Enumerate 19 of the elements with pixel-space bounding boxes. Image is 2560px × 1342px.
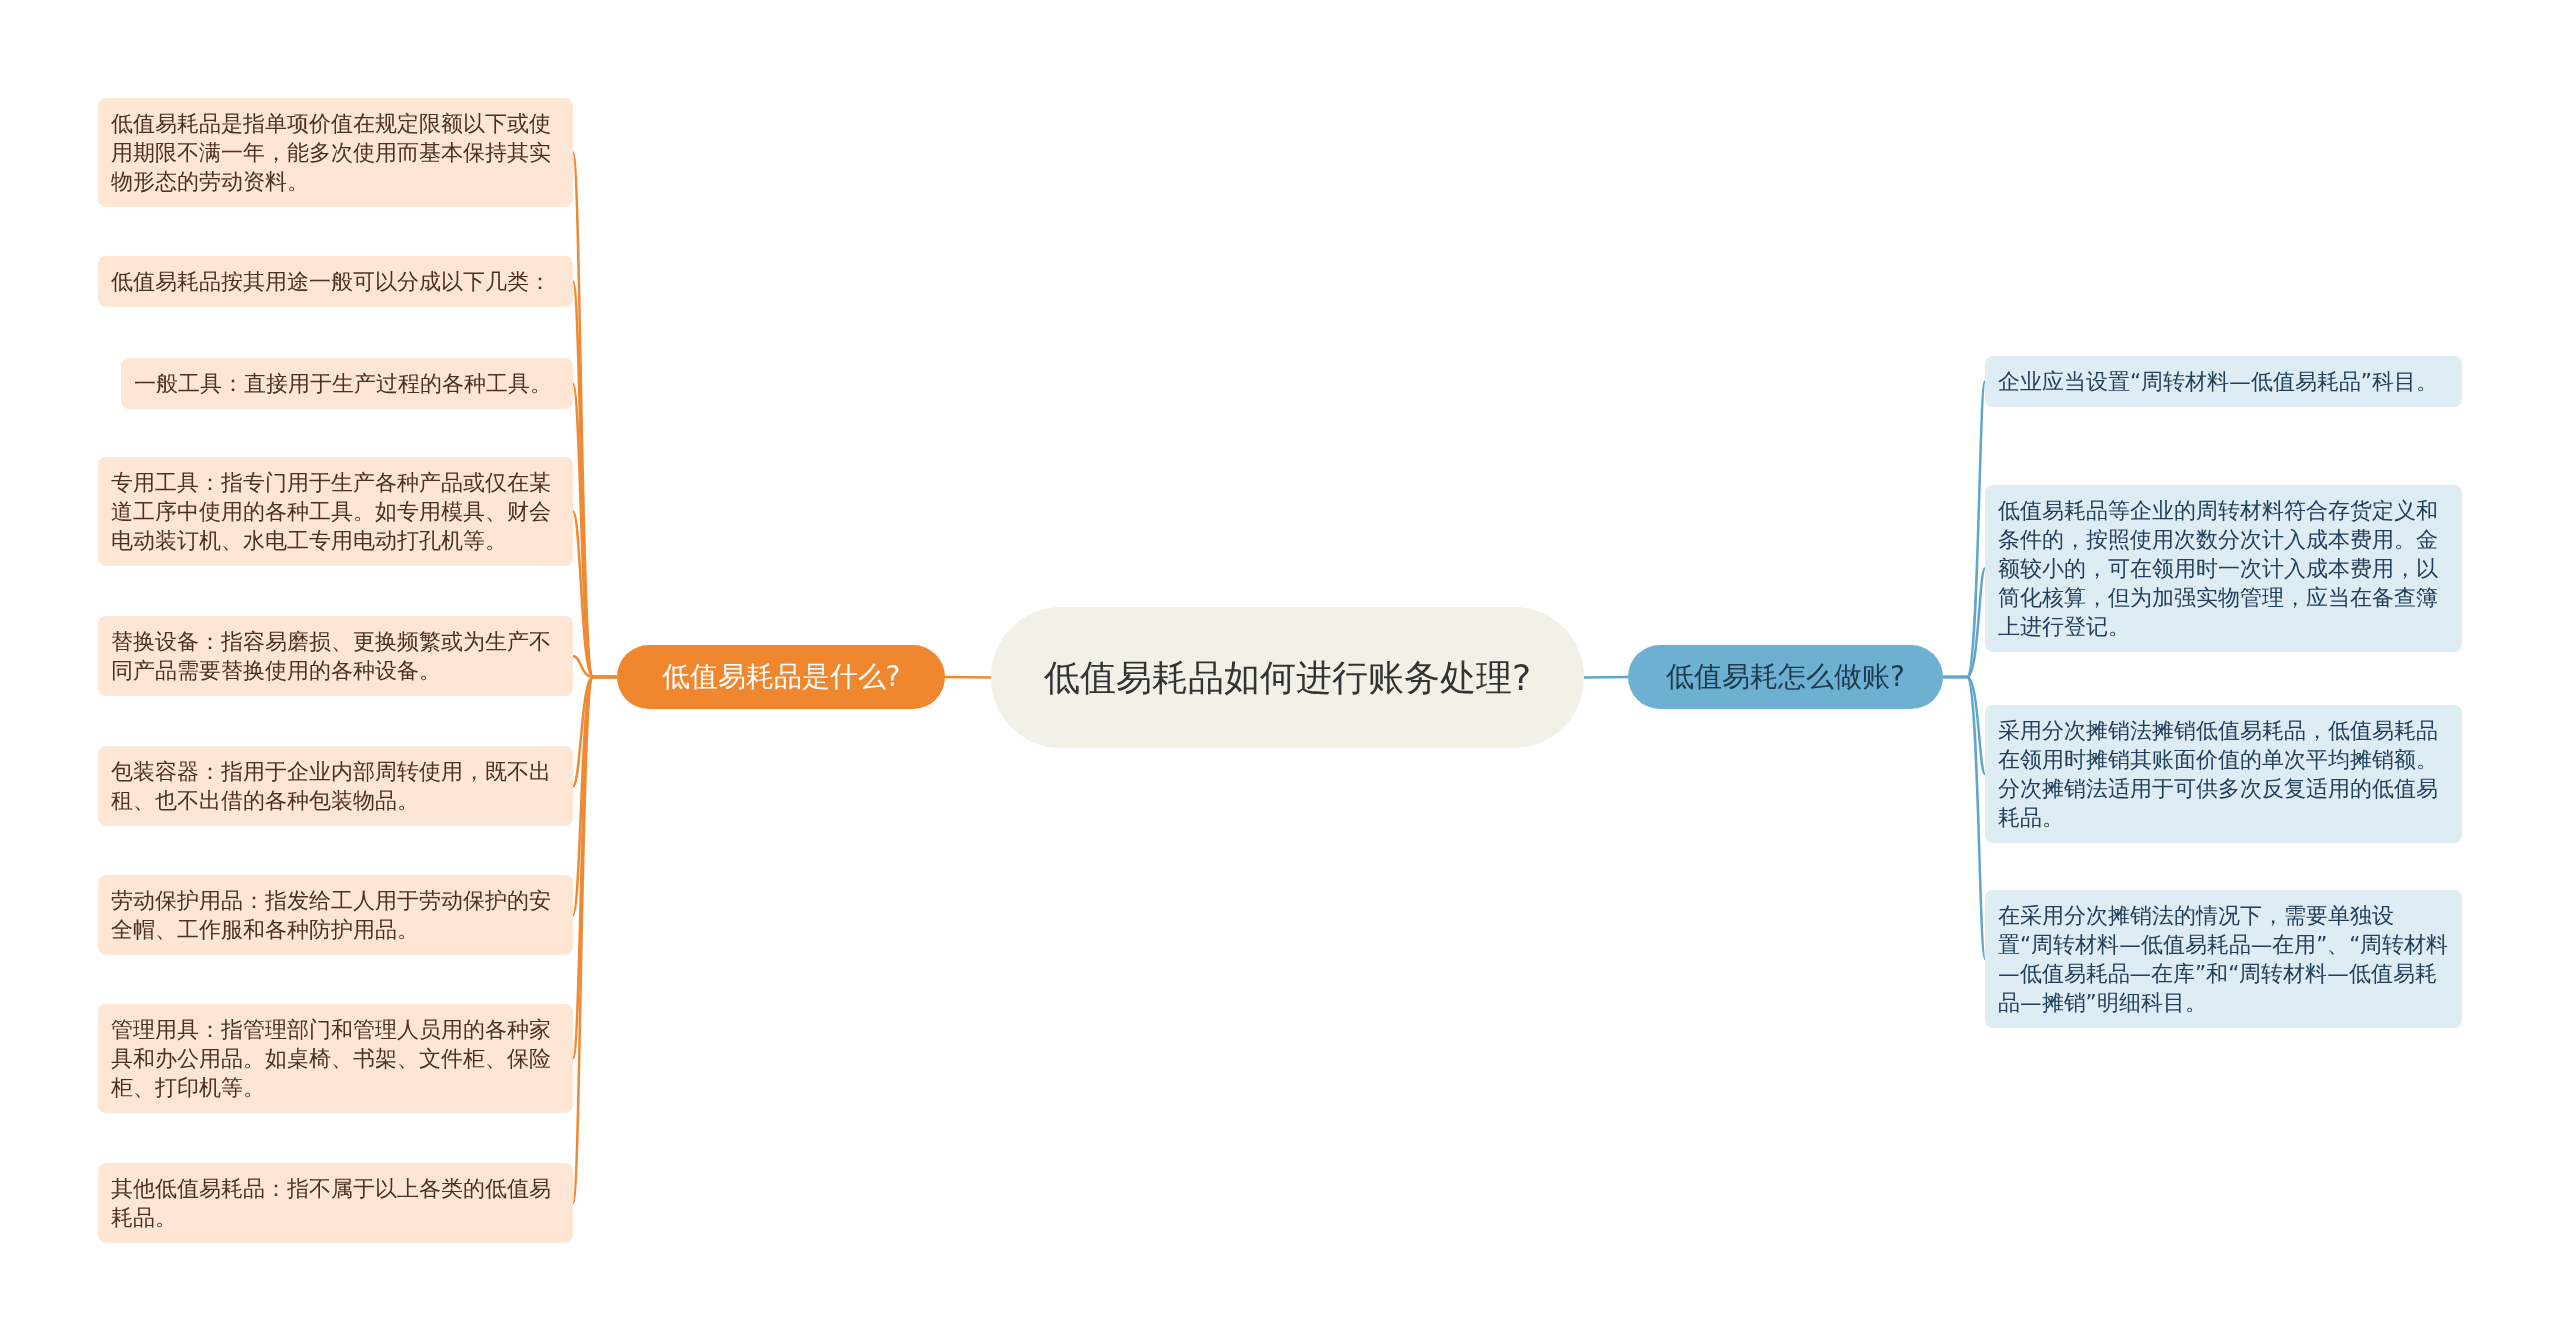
note-card: 劳动保护用品：指发给工人用于劳动保护的安全帽、工作服和各种防护用品。 (98, 875, 573, 955)
branch-topic: 低值易耗怎么做账? (1628, 645, 1943, 709)
note-card: 管理用具：指管理部门和管理人员用的各种家具和办公用品。如桌椅、书架、文件柜、保险柜、打印机等。 (98, 1004, 573, 1113)
note-card: 低值易耗品等企业的周转材料符合存货定义和条件的，按照使用次数分次计入成本费用。金额较小的，可在领用时一次计入成本费用，以简化核算，但为加强实物管理，应当在备查簿上进行登记。 (1985, 485, 2462, 652)
branch-topic: 低值易耗品是什么? (617, 645, 945, 709)
note-card: 替换设备：指容易磨损、更换频繁或为生产不同产品需要替换使用的各种设备。 (98, 616, 573, 696)
note-card: 企业应当设置“周转材料—低值易耗品”科目。 (1985, 356, 2462, 407)
note-card: 其他低值易耗品：指不属于以上各类的低值易耗品。 (98, 1163, 573, 1243)
note-card: 专用工具：指专门用于生产各种产品或仅在某道工序中使用的各种工具。如专用模具、财会电动装订机、水电工专用电动打孔机等。 (98, 457, 573, 566)
note-card: 包装容器：指用于企业内部周转使用，既不出租、也不出借的各种包装物品。 (98, 746, 573, 826)
connector-line (945, 675, 991, 679)
note-card: 采用分次摊销法摊销低值易耗品，低值易耗品在领用时摊销其账面价值的单次平均摊销额。分次摊销法适用于可供多次反复适用的低值易耗品。 (1985, 705, 2462, 843)
note-card: 一般工具：直接用于生产过程的各种工具。 (121, 358, 573, 409)
note-card: 低值易耗品是指单项价值在规定限额以下或使用期限不满一年，能多次使用而基本保持其实物形态的劳动资料。 (98, 98, 573, 207)
central-topic: 低值易耗品如何进行账务处理? (991, 607, 1584, 748)
note-card: 低值易耗品按其用途一般可以分成以下几类： (98, 256, 573, 307)
note-card: 在采用分次摊销法的情况下，需要单独设置“周转材料—低值易耗品—在用”、“周转材料—低值易耗品—在库”和“周转材料—低值易耗品—摊销”明细科目。 (1985, 890, 2462, 1028)
connector-line (1584, 675, 1628, 679)
connector-line (1943, 675, 1987, 960)
